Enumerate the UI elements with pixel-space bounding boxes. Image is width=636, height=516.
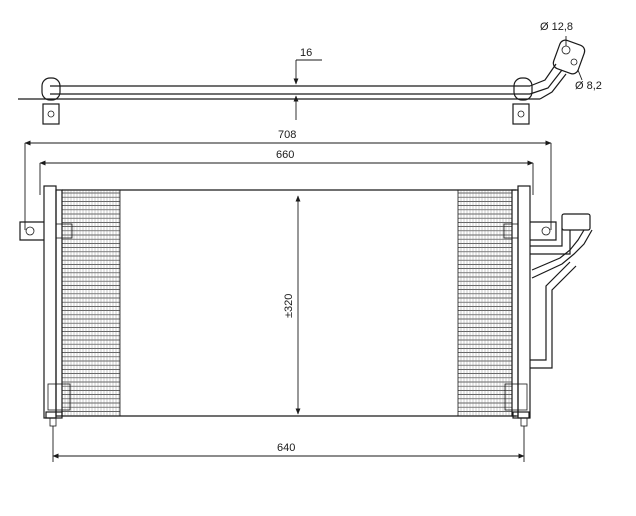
left-lower-block <box>47 383 71 411</box>
core-width-label: 660 <box>276 149 294 161</box>
height-label: ±320 <box>283 294 295 318</box>
top-right-mount <box>512 77 533 125</box>
pipe-large-label: Ø 12,8 <box>540 21 573 33</box>
right-header-tank <box>517 185 531 419</box>
bottom-width-dimension <box>52 426 525 462</box>
bottom-width-label: 640 <box>277 442 295 454</box>
overall-width-dimension <box>24 140 552 230</box>
top-view <box>18 36 586 125</box>
left-fin-pattern <box>62 190 120 416</box>
right-lower-block <box>504 383 528 411</box>
right-fin-pattern <box>458 190 512 416</box>
thickness-dimension <box>293 59 322 120</box>
left-bracket <box>19 221 73 241</box>
overall-width-label: 708 <box>278 129 296 141</box>
top-thickness-label: 16 <box>300 47 312 59</box>
right-bracket <box>503 221 557 241</box>
outlet-pipes <box>530 213 593 369</box>
pipe-fitting <box>529 36 586 100</box>
top-left-mount <box>41 77 61 125</box>
left-header-tank <box>43 185 57 419</box>
core-width-dimension <box>39 160 534 195</box>
pipe-small-label: Ø 8,2 <box>575 80 602 92</box>
condenser-front-view <box>19 185 593 427</box>
